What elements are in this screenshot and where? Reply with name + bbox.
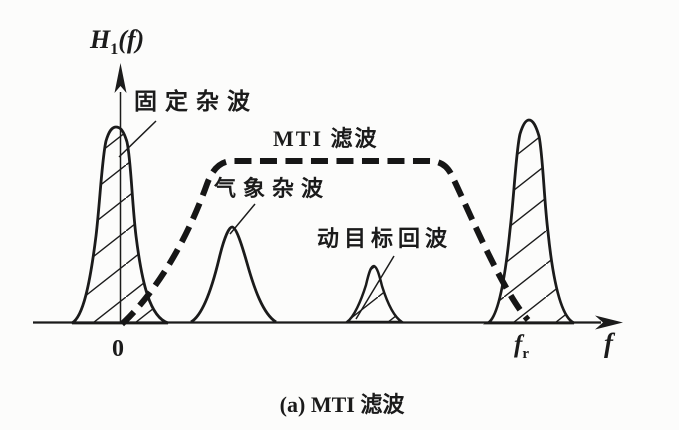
moving-target-leader-line (355, 255, 395, 320)
origin-tick-label: 0 (112, 336, 124, 362)
figure-caption: (a) MTI 滤波 (280, 392, 406, 417)
f-axis-label: f (604, 328, 616, 358)
fixed-clutter-peak (71, 125, 169, 325)
weather-clutter-peak (190, 225, 277, 324)
mti-filter-curve (119, 158, 531, 327)
repeated-clutter-peak (482, 118, 575, 325)
weather-clutter-leader-line (229, 203, 256, 235)
fr-tick-label: fr (514, 331, 529, 362)
x-axis-arrowhead-icon (595, 315, 623, 330)
moving-target-peak (343, 264, 407, 324)
moving-target-label: 动目标回波 (317, 226, 452, 251)
weather-clutter-label: 气象杂波 (213, 176, 330, 201)
fixed-clutter-label: 固定杂波 (134, 88, 258, 114)
mti-filter-label: MTI 滤波 (273, 126, 379, 151)
fixed-clutter-leader-line (118, 120, 157, 158)
y-axis-label: H1(f) (89, 25, 144, 58)
y-axis-arrowhead-icon (114, 63, 127, 93)
